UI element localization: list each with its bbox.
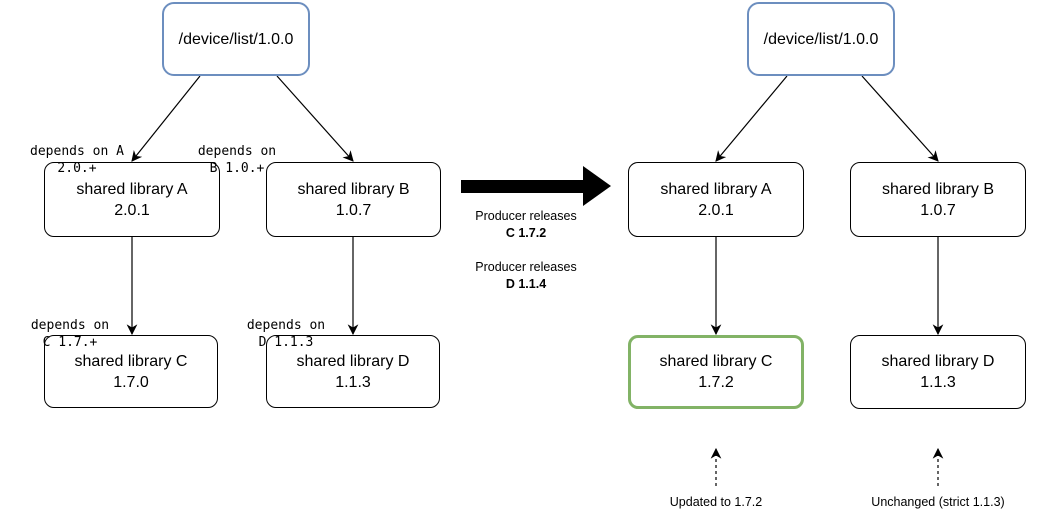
node-name: shared library B [297, 180, 410, 198]
shared-library-b-node-after: shared library B 1.0.7 [850, 162, 1026, 237]
node-name: shared library D [881, 353, 995, 370]
node-version: 1.1.3 [920, 374, 956, 391]
edge-root-to-b-after [861, 75, 939, 162]
root-node: /device/list/1.0.0 [162, 2, 310, 76]
edge-root-to-a-after [715, 75, 788, 162]
edge-root-to-b [276, 75, 354, 162]
shared-library-a-node-after: shared library A 2.0.1 [628, 162, 804, 237]
node-name: shared library B [881, 180, 995, 198]
node-name: shared library C [659, 353, 773, 370]
node-version: 2.0.1 [698, 201, 734, 219]
node-version: 1.7.0 [113, 373, 149, 391]
node-version: 2.0.1 [114, 201, 150, 219]
updated-note: Updated to 1.7.2 [669, 495, 763, 509]
shared-library-d-node-after: shared library D 1.1.3 [850, 335, 1026, 409]
shared-library-a-node: shared library A 2.0.1 [44, 162, 220, 237]
unchanged-note: Unchanged (strict 1.1.3) [871, 495, 1005, 509]
node-name: shared library A [660, 180, 772, 198]
shared-library-c-node: shared library C 1.7.0 [44, 335, 218, 408]
node-version: 1.0.7 [335, 201, 372, 219]
release-note-c: Producer releases C 1.7.2 [475, 209, 577, 240]
shared-library-d-node: shared library D 1.1.3 [266, 335, 440, 408]
node-version: 1.0.7 [920, 201, 956, 219]
root-node-after: /device/list/1.0.0 [747, 2, 895, 76]
root-node-label: /device/list/1.0.0 [178, 30, 294, 48]
release-note-d: Producer releases D 1.1.4 [475, 260, 577, 291]
node-name: shared library A [76, 180, 188, 198]
transition-arrow [461, 166, 611, 206]
shared-library-b-node: shared library B 1.0.7 [266, 162, 441, 237]
root-node-label: /device/list/1.0.0 [763, 30, 879, 48]
node-name: shared library C [74, 352, 188, 370]
node-name: shared library D [296, 352, 410, 370]
node-version: 1.7.2 [698, 374, 734, 391]
node-version: 1.1.3 [335, 373, 371, 391]
edge-root-to-a [131, 75, 201, 162]
shared-library-c-node-after: shared library C 1.7.2 [628, 335, 804, 409]
